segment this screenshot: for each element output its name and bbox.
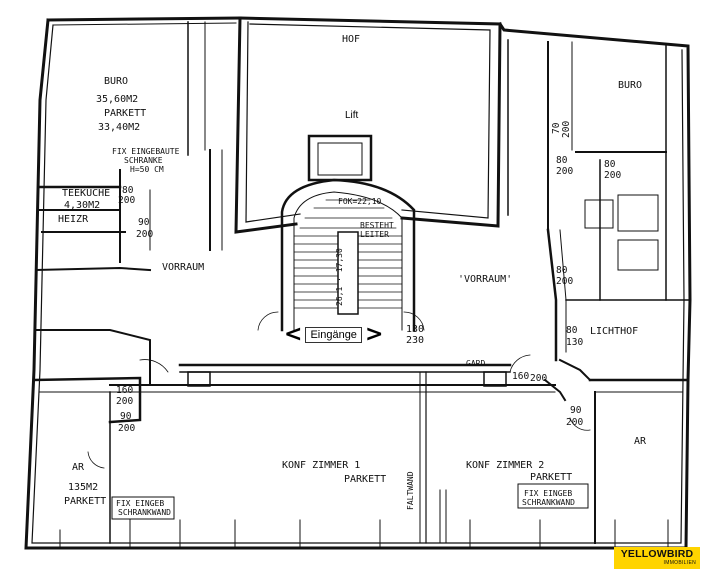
door-dim: 80: [122, 185, 134, 196]
room-label-buro-left: BURO: [104, 76, 129, 87]
wall: [546, 228, 558, 362]
room-label-hof: HOF: [342, 34, 361, 45]
door-dim: 130: [566, 337, 584, 348]
room-area: 33,40M2: [98, 122, 141, 133]
door-dim: 90: [138, 217, 150, 228]
note-garderobe: GARD.: [466, 359, 491, 368]
arrow-left-icon: <: [284, 322, 303, 347]
note: FIX EINGEBAUTE: [112, 147, 180, 156]
room-label-ar-left: AR: [72, 462, 85, 473]
stair-outer: [280, 178, 416, 332]
yellowbird-logo: YELLOWBIRD IMMOBILIEN: [614, 547, 700, 569]
note-stair: BESTEHT: [360, 221, 394, 230]
hof-wall: [249, 23, 491, 219]
room-label-konf2: KONF ZIMMER 2: [466, 460, 545, 471]
window-ticks: [59, 519, 669, 549]
hof-wall: [234, 16, 298, 234]
door-dim: 130: [406, 324, 425, 335]
lift-label: Lift: [345, 110, 359, 121]
door-dim: 200: [566, 417, 584, 428]
hof-wall: [245, 21, 301, 223]
door-dim: 80: [604, 159, 616, 170]
door-dim: 80: [566, 325, 578, 336]
room-floor: PARKETT: [530, 472, 573, 483]
note: SCHRANKE: [124, 156, 163, 165]
door-dim: 90: [120, 411, 132, 422]
note: SCHRANKWAND: [522, 498, 575, 507]
hof-wall: [238, 16, 502, 228]
note: FIX EINGEB: [524, 489, 573, 498]
room-area: 35,60M2: [96, 94, 139, 105]
door-dim: 200: [556, 276, 574, 287]
room-label-heizr: HEIZR: [58, 214, 89, 225]
door-dim: 200: [118, 195, 136, 206]
door-dim: 200: [530, 373, 548, 384]
note-stair: LEITER: [360, 230, 389, 239]
stair-well: [337, 231, 359, 315]
logo-name: YELLOWBIRD: [620, 548, 694, 560]
note: H=50 CM: [130, 165, 164, 174]
note-fok: FOK=22,10: [338, 197, 382, 206]
wall: [34, 266, 152, 272]
room-floor: PARKETT: [344, 474, 387, 485]
wc-cabin: [584, 199, 614, 229]
door-dim: 200: [136, 229, 154, 240]
room-label-lichthof: LICHTHOF: [590, 326, 639, 337]
door-dim: 80: [556, 265, 568, 276]
wall: [32, 376, 142, 424]
room-floor: PARKETT: [104, 108, 147, 119]
door-dim: 160: [512, 371, 530, 382]
outer-wall: [24, 18, 692, 550]
wall: [558, 358, 592, 382]
room-label-ar-right: AR: [634, 436, 647, 447]
cabinet: [517, 483, 589, 509]
room-floor: PARKETT: [64, 496, 107, 507]
room-label-buro-right: BURO: [618, 80, 643, 91]
door-dim: 200: [118, 423, 136, 434]
door-dim: 200: [116, 396, 134, 407]
wall: [46, 16, 242, 22]
stair-inner: [293, 191, 403, 331]
room-area: 135M2: [68, 482, 99, 493]
pillar: [187, 371, 211, 387]
lift-car: [317, 142, 363, 176]
door-dim: 90: [570, 405, 582, 416]
room-area: 4,30M2: [64, 200, 101, 211]
stair-steps: [293, 199, 403, 309]
wall: [35, 329, 151, 386]
wall: [543, 378, 567, 402]
room-label-vorraum-left: VORRAUM: [162, 262, 205, 273]
wall: [52, 22, 237, 26]
logo-sub: IMMOBILIEN: [663, 560, 696, 566]
door-dim: 80: [556, 155, 568, 166]
cabinet: [111, 496, 175, 520]
note-stair-rise: 26,1 · 17,30: [335, 248, 344, 306]
room-label-teekueche: TEEKÜCHE: [62, 188, 111, 199]
door-dim: 200: [604, 170, 622, 181]
pillar: [483, 371, 507, 387]
note: SCHRANKWAND: [118, 508, 171, 517]
room-label-vorraum-right: 'VORRAUM': [458, 274, 513, 285]
door-dim: 200: [556, 166, 574, 177]
door-dim: 160: [116, 385, 134, 396]
outer-wall-inner: [31, 24, 685, 544]
arrow-right-icon: >: [364, 322, 384, 347]
door-dim: 230: [406, 335, 425, 346]
entrance-label: Eingänge: [305, 327, 362, 343]
door-dim: 200: [561, 120, 572, 138]
entrance-marker: < Eingänge >: [284, 324, 383, 346]
note: FIX EINGEB: [116, 499, 165, 508]
note-faltwand: FALTWAND: [406, 471, 415, 510]
room-label-konf1: KONF ZIMMER 1: [282, 460, 361, 471]
door-swings: [87, 311, 591, 469]
wc-cabin: [617, 194, 659, 232]
wc-cabin: [617, 239, 659, 271]
